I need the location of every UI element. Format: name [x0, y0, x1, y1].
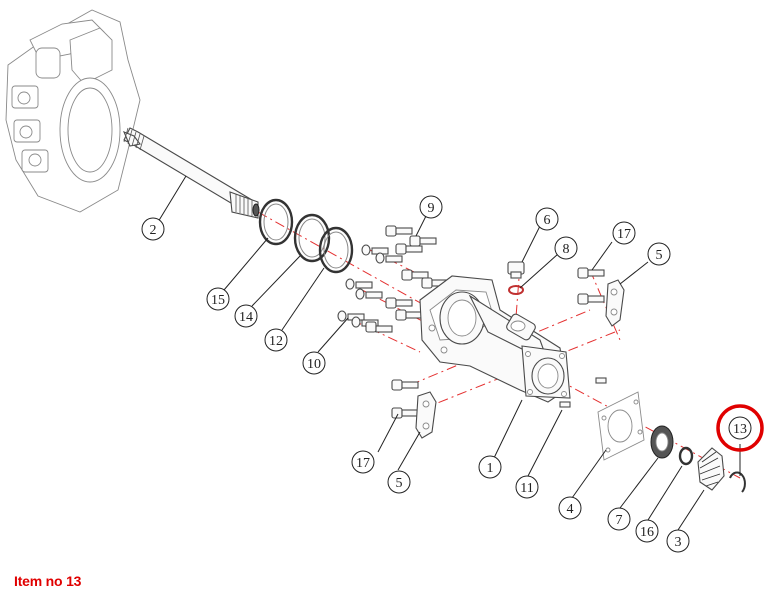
svg-text:3: 3 [675, 535, 682, 550]
callout-5-upper: 5 [647, 242, 671, 266]
svg-text:9: 9 [428, 201, 435, 216]
callout-8: 8 [554, 236, 578, 260]
leader-lines [157, 175, 741, 531]
callout-6: 6 [535, 207, 559, 231]
svg-text:12: 12 [269, 334, 283, 349]
svg-text:4: 4 [567, 502, 574, 517]
filler-plug [507, 261, 525, 295]
svg-text:17: 17 [356, 456, 370, 471]
callout-11: 11 [515, 475, 539, 499]
callout-16: 16 [635, 519, 659, 543]
callout-17-upper: 17 [612, 221, 636, 245]
callout-1: 1 [478, 455, 502, 479]
svg-text:11: 11 [520, 481, 533, 496]
svg-text:7: 7 [616, 513, 623, 528]
svg-text:14: 14 [239, 310, 253, 325]
svg-text:17: 17 [617, 227, 631, 242]
gasket [597, 391, 645, 461]
callout-2: 2 [141, 217, 165, 241]
svg-text:1: 1 [487, 461, 494, 476]
callout-7: 7 [607, 507, 631, 531]
svg-text:6: 6 [544, 213, 551, 228]
drive-shaft [122, 127, 260, 219]
callout-5-lower: 5 [387, 470, 411, 494]
bolts-and-washers [337, 225, 607, 419]
callout-9: 9 [419, 195, 443, 219]
callout-17-lower: 17 [351, 450, 375, 474]
callout-4: 4 [558, 496, 582, 520]
svg-text:13: 13 [733, 422, 747, 437]
svg-text:15: 15 [211, 293, 225, 308]
callout-13: 13 [728, 416, 752, 440]
axle-housing [419, 275, 571, 403]
svg-text:5: 5 [396, 476, 403, 491]
svg-text:10: 10 [307, 357, 321, 372]
callout-3: 3 [666, 529, 690, 553]
callout-10: 10 [302, 351, 326, 375]
svg-text:8: 8 [563, 242, 570, 257]
svg-text:5: 5 [656, 248, 663, 263]
mounting-brackets [415, 279, 625, 439]
highlight-ring [716, 404, 764, 452]
gearbox-housing [5, 9, 141, 213]
callout-15: 15 [206, 287, 230, 311]
pinion-assembly [650, 425, 746, 493]
callout-12: 12 [264, 328, 288, 352]
svg-text:2: 2 [150, 223, 157, 238]
o-rings [258, 198, 354, 274]
svg-text:16: 16 [640, 525, 654, 540]
item-caption: Item no 13 [14, 573, 82, 589]
callout-14: 14 [234, 304, 258, 328]
